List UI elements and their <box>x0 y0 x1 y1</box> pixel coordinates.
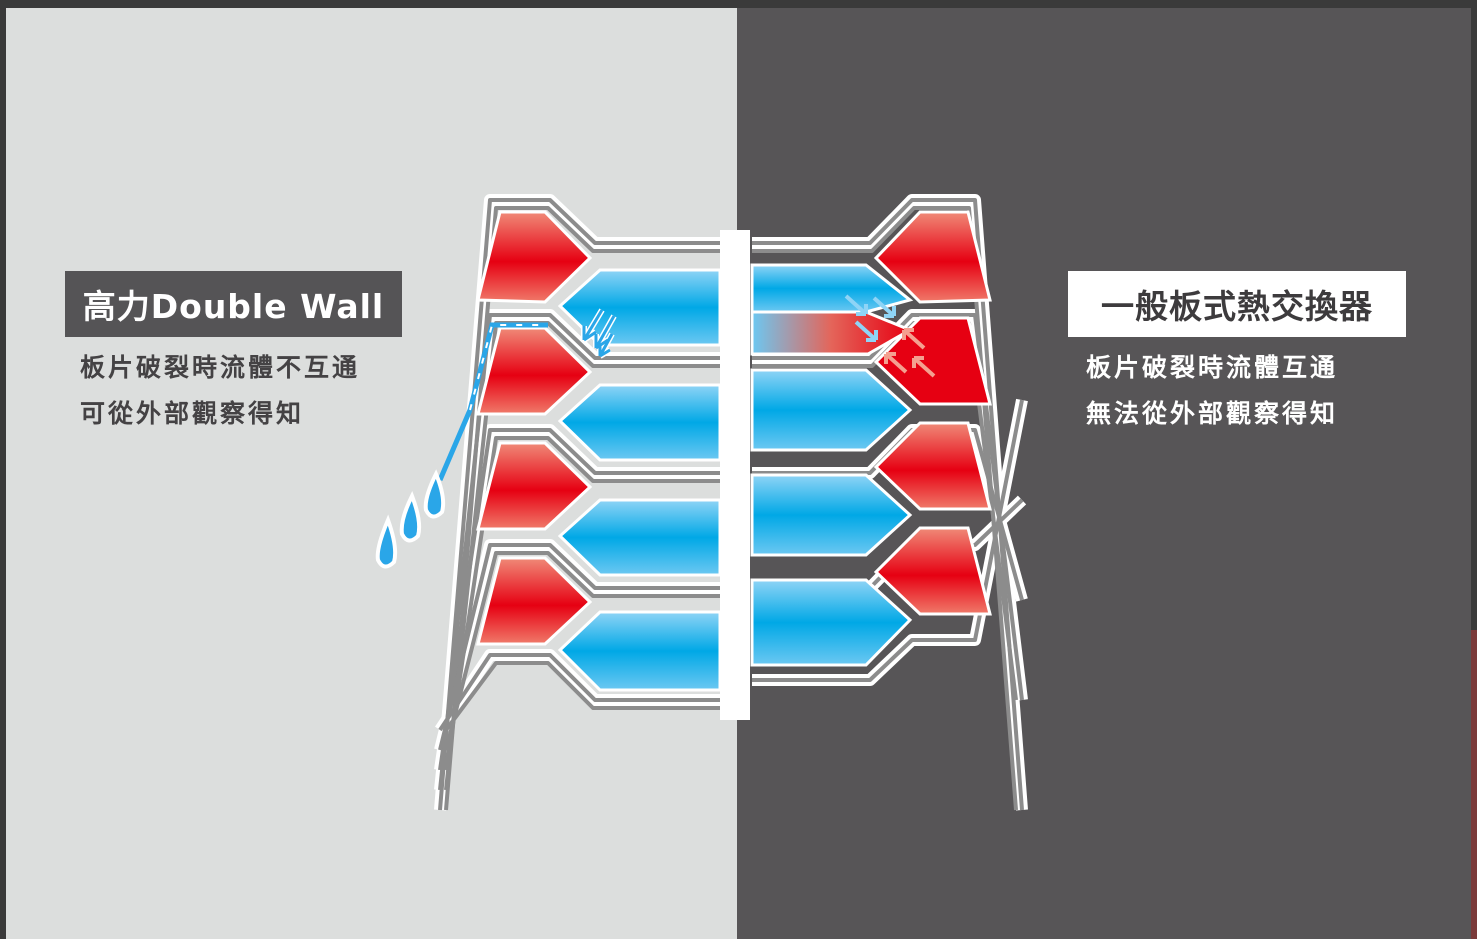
standard-plate-line-1: 板片破裂時流體互通 <box>1086 353 1339 382</box>
double-wall-title: 高力Double Wall <box>65 271 402 337</box>
standard-plates <box>752 194 1028 811</box>
standard-plate-description: 板片破裂時流體互通 無法從外部觀察得知 <box>1086 345 1338 437</box>
edge-accent <box>1471 630 1477 939</box>
double-wall-cold-channels <box>557 268 722 692</box>
double-wall-hot-channels <box>476 210 593 646</box>
double-wall-line-2: 可從外部觀察得知 <box>80 399 305 428</box>
double-wall-description: 板片破裂時流體不互通 可從外部觀察得知 <box>80 345 360 437</box>
leak-drops <box>375 469 446 569</box>
leak-path <box>437 322 548 481</box>
standard-cold-channels <box>750 263 914 667</box>
standard-plate-line-2: 無法從外部觀察得知 <box>1086 399 1339 428</box>
leak-arrows-color <box>582 309 616 358</box>
mixing-arrows <box>844 294 936 378</box>
cutaway-gap <box>720 230 750 720</box>
double-wall-line-1: 板片破裂時流體不互通 <box>80 353 361 382</box>
standard-plate-title: 一般板式熱交換器 <box>1068 271 1406 337</box>
